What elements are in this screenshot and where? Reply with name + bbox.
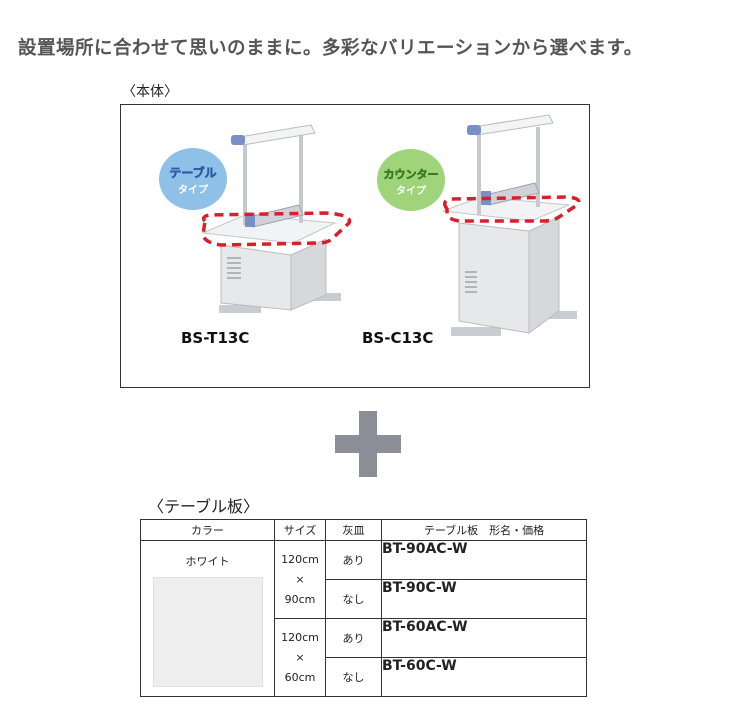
model-cell: BT-90AC-W <box>381 540 587 580</box>
table-type-unit <box>159 124 352 313</box>
header-size: サイズ <box>274 519 326 541</box>
header-color: カラー <box>140 519 275 541</box>
table-header-row: カラー サイズ 灰皿 テーブル板 形名・価格 <box>140 519 587 541</box>
size-cell: 120cm × 90cm <box>274 540 326 619</box>
size-depth: 60cm <box>284 670 316 684</box>
product-illustration-box: テーブル タイプ カウンター タイプ BS-T13C BS-C13C <box>120 104 590 388</box>
ashtray-cell: なし <box>325 657 382 697</box>
table-board-spec-table: カラー サイズ 灰皿 テーブル板 形名・価格 ホワイト 120cm × 90cm… <box>140 519 587 697</box>
headline: 設置場所に合わせて思いのままに。多彩なバリエーションから選べます。 <box>18 38 643 59</box>
size-width: 120cm <box>281 552 319 566</box>
board-section-label: 〈テーブル板〉 <box>148 497 260 516</box>
main-section-label: 〈本体〉 <box>122 84 178 100</box>
model-label-counter: BS-C13C <box>362 329 434 347</box>
header-ashtray: 灰皿 <box>325 519 382 541</box>
table-row: なし BT-90C-W <box>141 579 587 619</box>
product-illustration: テーブル タイプ カウンター タイプ <box>159 114 581 336</box>
ashtray-cell: あり <box>325 540 382 580</box>
size-width: 120cm <box>281 630 319 644</box>
size-times: × <box>295 650 305 664</box>
counter-tag-line2: タイプ <box>396 184 427 197</box>
color-cell: ホワイト <box>140 540 275 697</box>
size-depth: 90cm <box>284 592 316 606</box>
model-cell: BT-60C-W <box>381 657 587 697</box>
table-row: 120cm × 60cm あり BT-60AC-W <box>141 618 587 697</box>
model-cell: BT-60AC-W <box>381 618 587 658</box>
size-times: × <box>295 572 305 586</box>
header-model-price: テーブル板 形名・価格 <box>381 519 587 541</box>
model-cell: BT-90C-W <box>381 579 587 619</box>
table-tag-line2: タイプ <box>178 183 209 196</box>
table-row: なし BT-60C-W <box>141 657 587 697</box>
size-cell: 120cm × 60cm <box>274 618 326 697</box>
counter-type-unit <box>377 114 581 336</box>
table-row: ホワイト 120cm × 90cm あり BT-90AC-W <box>140 540 587 697</box>
model-label-table: BS-T13C <box>181 329 250 347</box>
color-name: ホワイト <box>185 555 230 568</box>
table-tag-line1: テーブル <box>169 165 216 180</box>
ashtray-cell: なし <box>325 579 382 619</box>
ashtray-cell: あり <box>325 618 382 658</box>
white-color-swatch <box>152 577 263 687</box>
counter-tag-line1: カウンター <box>384 168 439 181</box>
plus-icon <box>335 411 401 477</box>
